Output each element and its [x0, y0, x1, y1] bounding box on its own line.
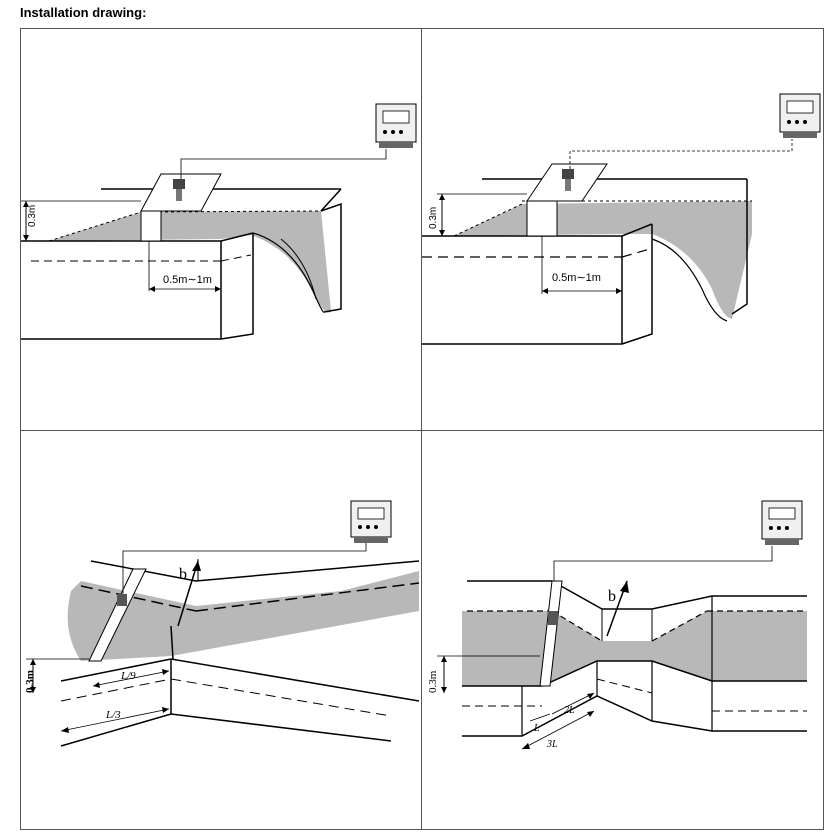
height-label: 0.3m [427, 670, 439, 693]
distance-label: 0.5m∼1m [163, 274, 212, 286]
panel-channel-bend-1: b 0.3m L/9 L/3 [24, 500, 420, 747]
distance-label: 0.5m∼1m [552, 272, 601, 284]
grid-divider-horizontal [20, 430, 824, 431]
flow-meter-transmitter-icon [375, 103, 417, 148]
water-fall [652, 234, 752, 319]
page-title: Installation drawing: [20, 5, 147, 20]
beam-label: b [179, 566, 187, 583]
height-label: 0.3m [428, 207, 439, 229]
height-label: 0.3m [24, 670, 36, 693]
height-label: 0.3m [27, 205, 38, 227]
flow-meter-transmitter-icon [761, 500, 803, 545]
dim-l3-label: L/3 [105, 709, 121, 721]
ultrasonic-sensor-icon [548, 611, 558, 625]
panel-weir-1: 0.3m 0.5m∼1m [21, 103, 417, 340]
ultrasonic-sensor-icon [562, 169, 574, 191]
flow-meter-transmitter-icon [350, 500, 392, 543]
panel-weir-2: 0.3m 0.5m∼1m [422, 93, 821, 345]
flow-meter-transmitter-icon [779, 93, 821, 138]
water-surface [462, 611, 807, 686]
grid-divider-vertical [421, 28, 422, 830]
dim-l9-label: L/9 [120, 670, 136, 682]
dim-l-label: L [533, 723, 540, 734]
dim-3l-label: 3L [546, 739, 558, 750]
panel-channel-bend-2: b 0.3m L 2L 3L [427, 500, 807, 750]
drawing-grid [20, 28, 824, 830]
dim-2l-label: 2L [564, 705, 575, 716]
water-surface [454, 201, 752, 236]
ultrasonic-sensor-icon [117, 594, 127, 606]
beam-label: b [608, 588, 616, 605]
ultrasonic-sensor-icon [173, 179, 185, 201]
